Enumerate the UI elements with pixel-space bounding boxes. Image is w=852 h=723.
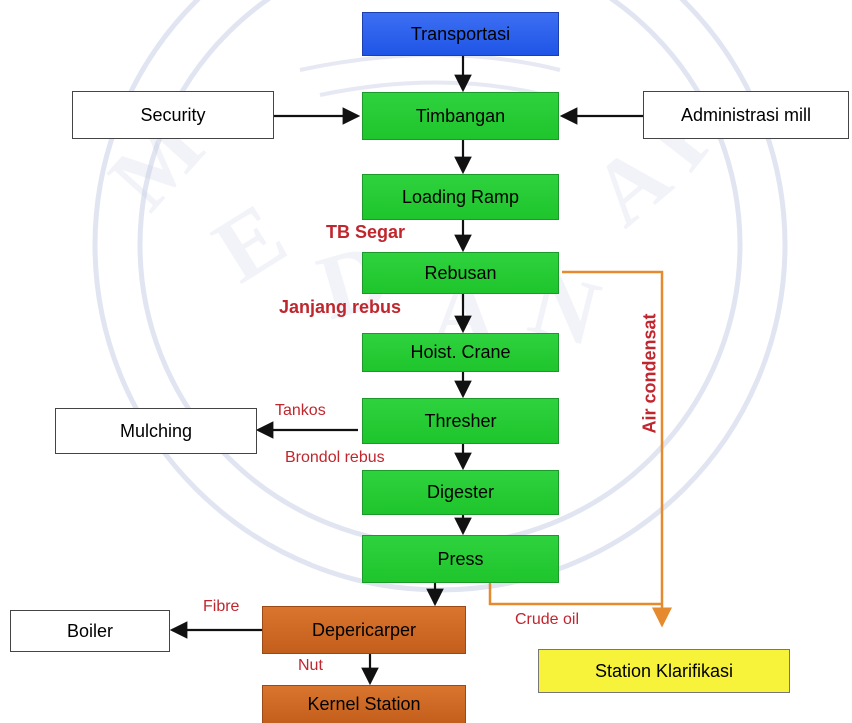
label-brondol-rebus: Brondol rebus [285, 449, 385, 466]
node-boiler: Boiler [10, 610, 170, 652]
node-label: Digester [426, 482, 495, 502]
node-timbangan: Timbangan [362, 92, 559, 140]
node-loading-ramp: Loading Ramp [362, 174, 559, 220]
node-label: Press [437, 548, 484, 569]
label-janjang-rebus: Janjang rebus [279, 297, 402, 317]
node-label: Security [140, 104, 206, 125]
node-label: Timbangan [415, 105, 506, 126]
label-crude-oil: Crude oil [515, 611, 580, 628]
node-label: Transportasi [410, 23, 511, 44]
node-label: Boiler [66, 620, 114, 641]
node-rebusan: Rebusan [362, 252, 559, 294]
node-hoist-crane: Hoist. Crane [362, 333, 559, 372]
label-air-condensat: Air condensat [639, 313, 660, 434]
node-depericarper: Depericarper [262, 606, 466, 654]
label-nut: Nut [298, 657, 323, 674]
node-digester: Digester [362, 470, 559, 515]
node-label: Hoist. Crane [410, 342, 511, 362]
node-label: Administrasi mill [680, 104, 812, 125]
node-label: Depericarper [311, 619, 417, 640]
condensate-line [562, 270, 672, 628]
label-tb-segar: TB Segar [326, 222, 406, 242]
node-label: Thresher [424, 410, 497, 431]
crude-oil-line [488, 583, 662, 606]
label-tankos: Tankos [275, 402, 326, 419]
label-fibre: Fibre [203, 598, 240, 615]
node-label: Station Klarifikasi [594, 660, 734, 681]
node-security: Security [72, 91, 274, 139]
node-label: Kernel Station [307, 694, 421, 714]
node-transportasi: Transportasi [362, 12, 559, 56]
node-label: Rebusan [424, 262, 497, 283]
node-administrasi-mill: Administrasi mill [643, 91, 849, 139]
node-label: Loading Ramp [401, 186, 520, 207]
node-thresher: Thresher [362, 398, 559, 444]
node-mulching: Mulching [55, 408, 257, 454]
node-label: Mulching [119, 420, 193, 441]
node-kernel-station: Kernel Station [262, 685, 466, 723]
node-press: Press [362, 535, 559, 583]
node-station-klarifikasi: Station Klarifikasi [538, 649, 790, 693]
